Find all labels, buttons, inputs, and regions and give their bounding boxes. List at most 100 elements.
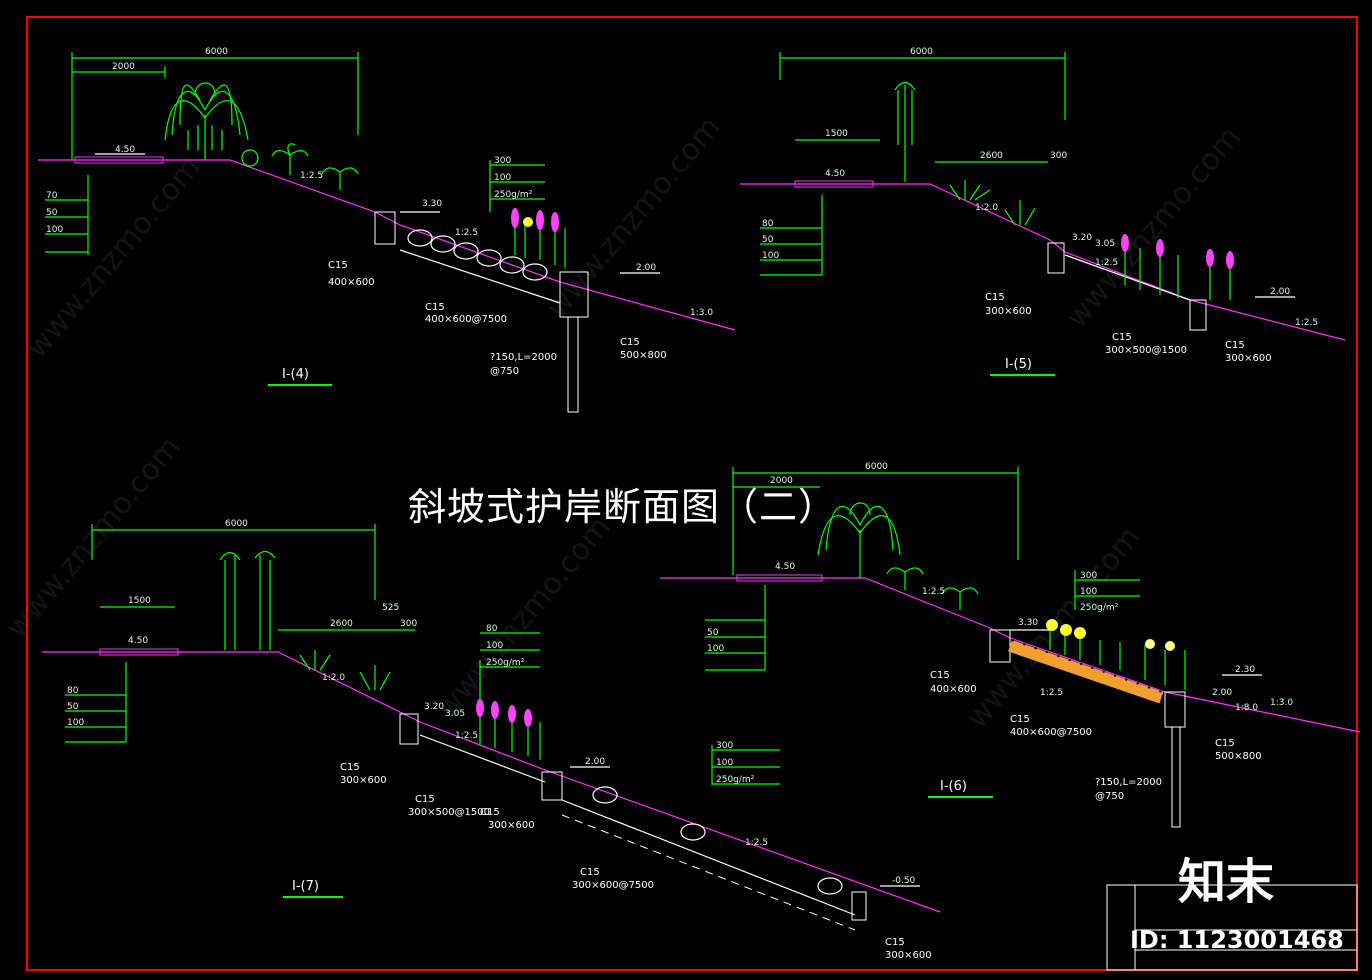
c15-label-l: C15 <box>930 670 950 681</box>
elev-320-a: 3.20 <box>1072 233 1092 243</box>
watermark-2: www.znzmo.com <box>539 110 728 325</box>
willow-tree-icon <box>164 82 249 160</box>
c15-300x600-e: 300×600 <box>885 950 932 961</box>
layer-50-d: 50 <box>707 628 719 638</box>
c15-300x500-b: 300×500@1500 <box>408 807 490 818</box>
layer-250-d: 250g/m² <box>1080 603 1119 613</box>
layer-80-c2: 80 <box>486 624 498 634</box>
watermarks: www.znzmo.com www.znzmo.com www.znzmo.co… <box>0 110 1248 735</box>
section-label-i5: I-(5) <box>1005 357 1032 372</box>
layer-80-b: 80 <box>762 219 774 229</box>
c15-label-b: C15 <box>425 302 445 313</box>
elev-450-b: 4.50 <box>825 169 845 179</box>
reed-plants-icon-b <box>1121 234 1234 300</box>
c15-label-j: C15 <box>580 867 600 878</box>
c15-label-h: C15 <box>415 794 435 805</box>
dim-2600-a: 2600 <box>980 151 1003 161</box>
eco-bags-b <box>592 786 843 895</box>
c15-label-k: C15 <box>885 937 905 948</box>
layer-50: 50 <box>46 208 58 218</box>
c15-300x600-a: 300×600 <box>985 306 1032 317</box>
ground-line-b <box>740 183 1346 341</box>
slope-120-a: 1:2.0 <box>975 203 998 213</box>
layer-100-c2: 100 <box>716 758 733 768</box>
dim-6000-d: 6000 <box>865 462 888 472</box>
willow-tree-icon-b <box>817 502 901 578</box>
title-block <box>1106 884 1358 971</box>
section-i7: 6000 1500 525 2600 300 4.50 80 50 100 1:… <box>42 519 941 961</box>
gabion-blocks <box>1008 639 1166 704</box>
c15-300x600-d: 300×600 <box>488 820 535 831</box>
section-label-i7: I-(7) <box>292 879 319 894</box>
layer-100-c: 100 <box>67 718 84 728</box>
elev-450: 4.50 <box>115 145 135 155</box>
c15-label-e: C15 <box>1112 332 1132 343</box>
section-label-i4: I-(4) <box>282 367 309 382</box>
elev-m050: -0.50 <box>892 876 916 886</box>
pile-spacing-a: @750 <box>490 366 519 377</box>
dim-1500-a: 1500 <box>825 129 848 139</box>
cypress-tree-icon-b <box>219 550 276 650</box>
slope-125-e: 1:2.5 <box>455 731 478 741</box>
c15-400x600-7500-b: 400×600@7500 <box>1010 727 1092 738</box>
c15-300x500-a: 300×500@1500 <box>1105 345 1187 356</box>
pile-label-b: ?150,L=2000 <box>1095 777 1162 788</box>
palm-icon <box>271 143 359 190</box>
dim-6000-b: 6000 <box>910 47 933 57</box>
c15-label-n: C15 <box>1215 738 1235 749</box>
pile-spacing-b: @750 <box>1095 791 1124 802</box>
grass-icon-b <box>299 650 391 691</box>
slope-125-c: 1:2.5 <box>1095 258 1118 268</box>
c15-label-i: C15 <box>480 807 500 818</box>
logo-text: 知末 <box>1178 854 1274 910</box>
layer-100-d2: 100 <box>1080 587 1097 597</box>
layer-250-c2: 250g/m² <box>486 658 525 668</box>
elev-330: 3.30 <box>422 199 442 209</box>
layer-100-c3: 100 <box>486 641 503 651</box>
ground-line-d <box>660 577 1361 733</box>
elev-230: 2.30 <box>1235 665 1255 675</box>
layer-100-d: 100 <box>707 644 724 654</box>
section-i6: 6000 2000 4.50 50 100 1:2.5 3.30 <box>660 462 1361 828</box>
elev-200-d: 2.00 <box>1212 688 1232 698</box>
layer-100: 100 <box>46 225 63 235</box>
elev-200-c: 2.00 <box>585 757 605 767</box>
dim-6000: 6000 <box>205 47 228 57</box>
elev-450-c: 4.50 <box>128 636 148 646</box>
dim-525: 525 <box>382 603 399 613</box>
c15-300x600-b: 300×600 <box>1225 353 1272 364</box>
c15-label-d: C15 <box>985 292 1005 303</box>
slope-120-b: 1:2.0 <box>322 673 345 683</box>
c15-label-a: C15 <box>328 260 348 271</box>
slope-125-b: 1:2.5 <box>455 228 478 238</box>
shrub-icon <box>241 149 259 167</box>
layer-50-c: 50 <box>67 702 79 712</box>
ground-line-c <box>42 651 941 913</box>
flowering-plants-icon <box>1046 619 1186 690</box>
c15-400x600-7500-a: 400×600@7500 <box>425 314 507 325</box>
layer-80-c: 80 <box>67 686 79 696</box>
slope-180: 1:8.0 <box>1235 703 1258 713</box>
elev-200-b: 2.00 <box>1270 287 1290 297</box>
c15-500x800-b: 500×800 <box>1215 751 1262 762</box>
palm-icon-b <box>886 567 979 610</box>
slope-130-b: 1:3.0 <box>1270 698 1293 708</box>
c15-label-m: C15 <box>1010 714 1030 725</box>
layer-50-b: 50 <box>762 235 774 245</box>
elev-450-d: 4.50 <box>775 562 795 572</box>
watermark-1: www.znzmo.com <box>19 150 208 365</box>
dim-300-a: 300 <box>1050 151 1067 161</box>
slope-125-h: 1:2.5 <box>1040 688 1063 698</box>
id-text: ID: 1123001468 <box>1130 926 1344 954</box>
c15-500x800-a: 500×800 <box>620 350 667 361</box>
reed-plants-icon <box>511 208 566 268</box>
layer-300-c: 300 <box>716 741 733 751</box>
elev-305-b: 3.05 <box>445 709 465 719</box>
drawing-title: 斜坡式护岸断面图（二） <box>408 485 837 529</box>
dim-1500-b: 1500 <box>128 596 151 606</box>
c15-label-f: C15 <box>1225 340 1245 351</box>
watermark-5: www.znzmo.com <box>429 510 618 725</box>
layer-70: 70 <box>46 191 58 201</box>
elev-330-b: 3.30 <box>1018 618 1038 628</box>
dim-300-b: 300 <box>400 619 417 629</box>
